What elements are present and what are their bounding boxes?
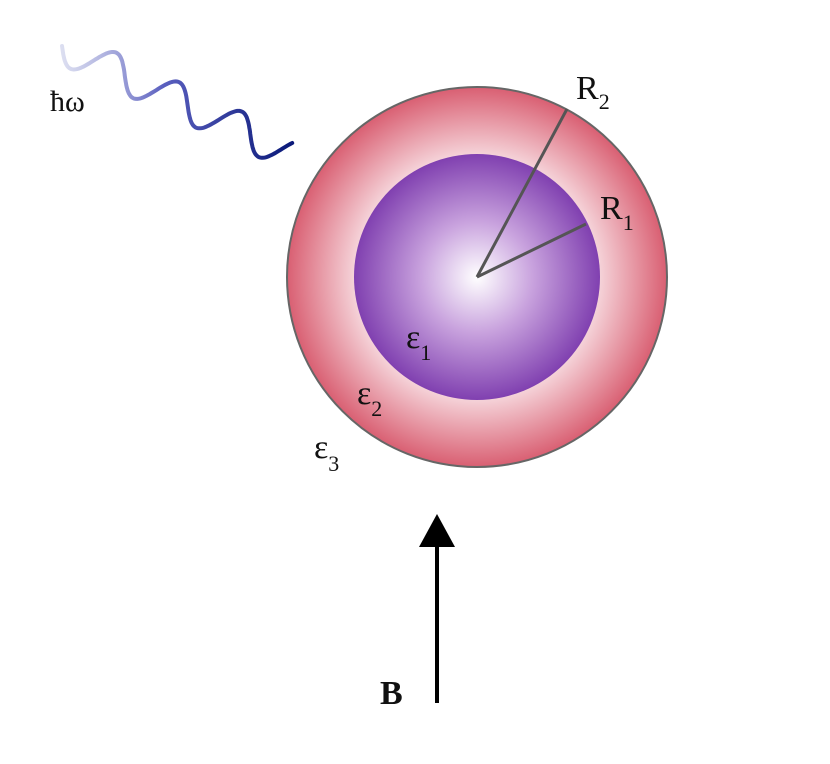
core-permittivity-label: ε1 <box>406 319 431 365</box>
medium-permittivity-label: ε3 <box>314 429 339 476</box>
shell-permittivity-label: ε2 <box>357 375 382 421</box>
inner-radius-line <box>476 222 587 279</box>
magnetic-field-label: B <box>380 675 403 712</box>
inner-radius-label: R1 <box>600 190 634 235</box>
photon-wave-icon <box>60 44 295 160</box>
photon-energy-label: ħω <box>50 85 85 118</box>
magnetic-field-arrow-head <box>419 514 455 547</box>
outer-radius-label: R2 <box>576 70 610 114</box>
outer-radius-line <box>475 108 569 278</box>
